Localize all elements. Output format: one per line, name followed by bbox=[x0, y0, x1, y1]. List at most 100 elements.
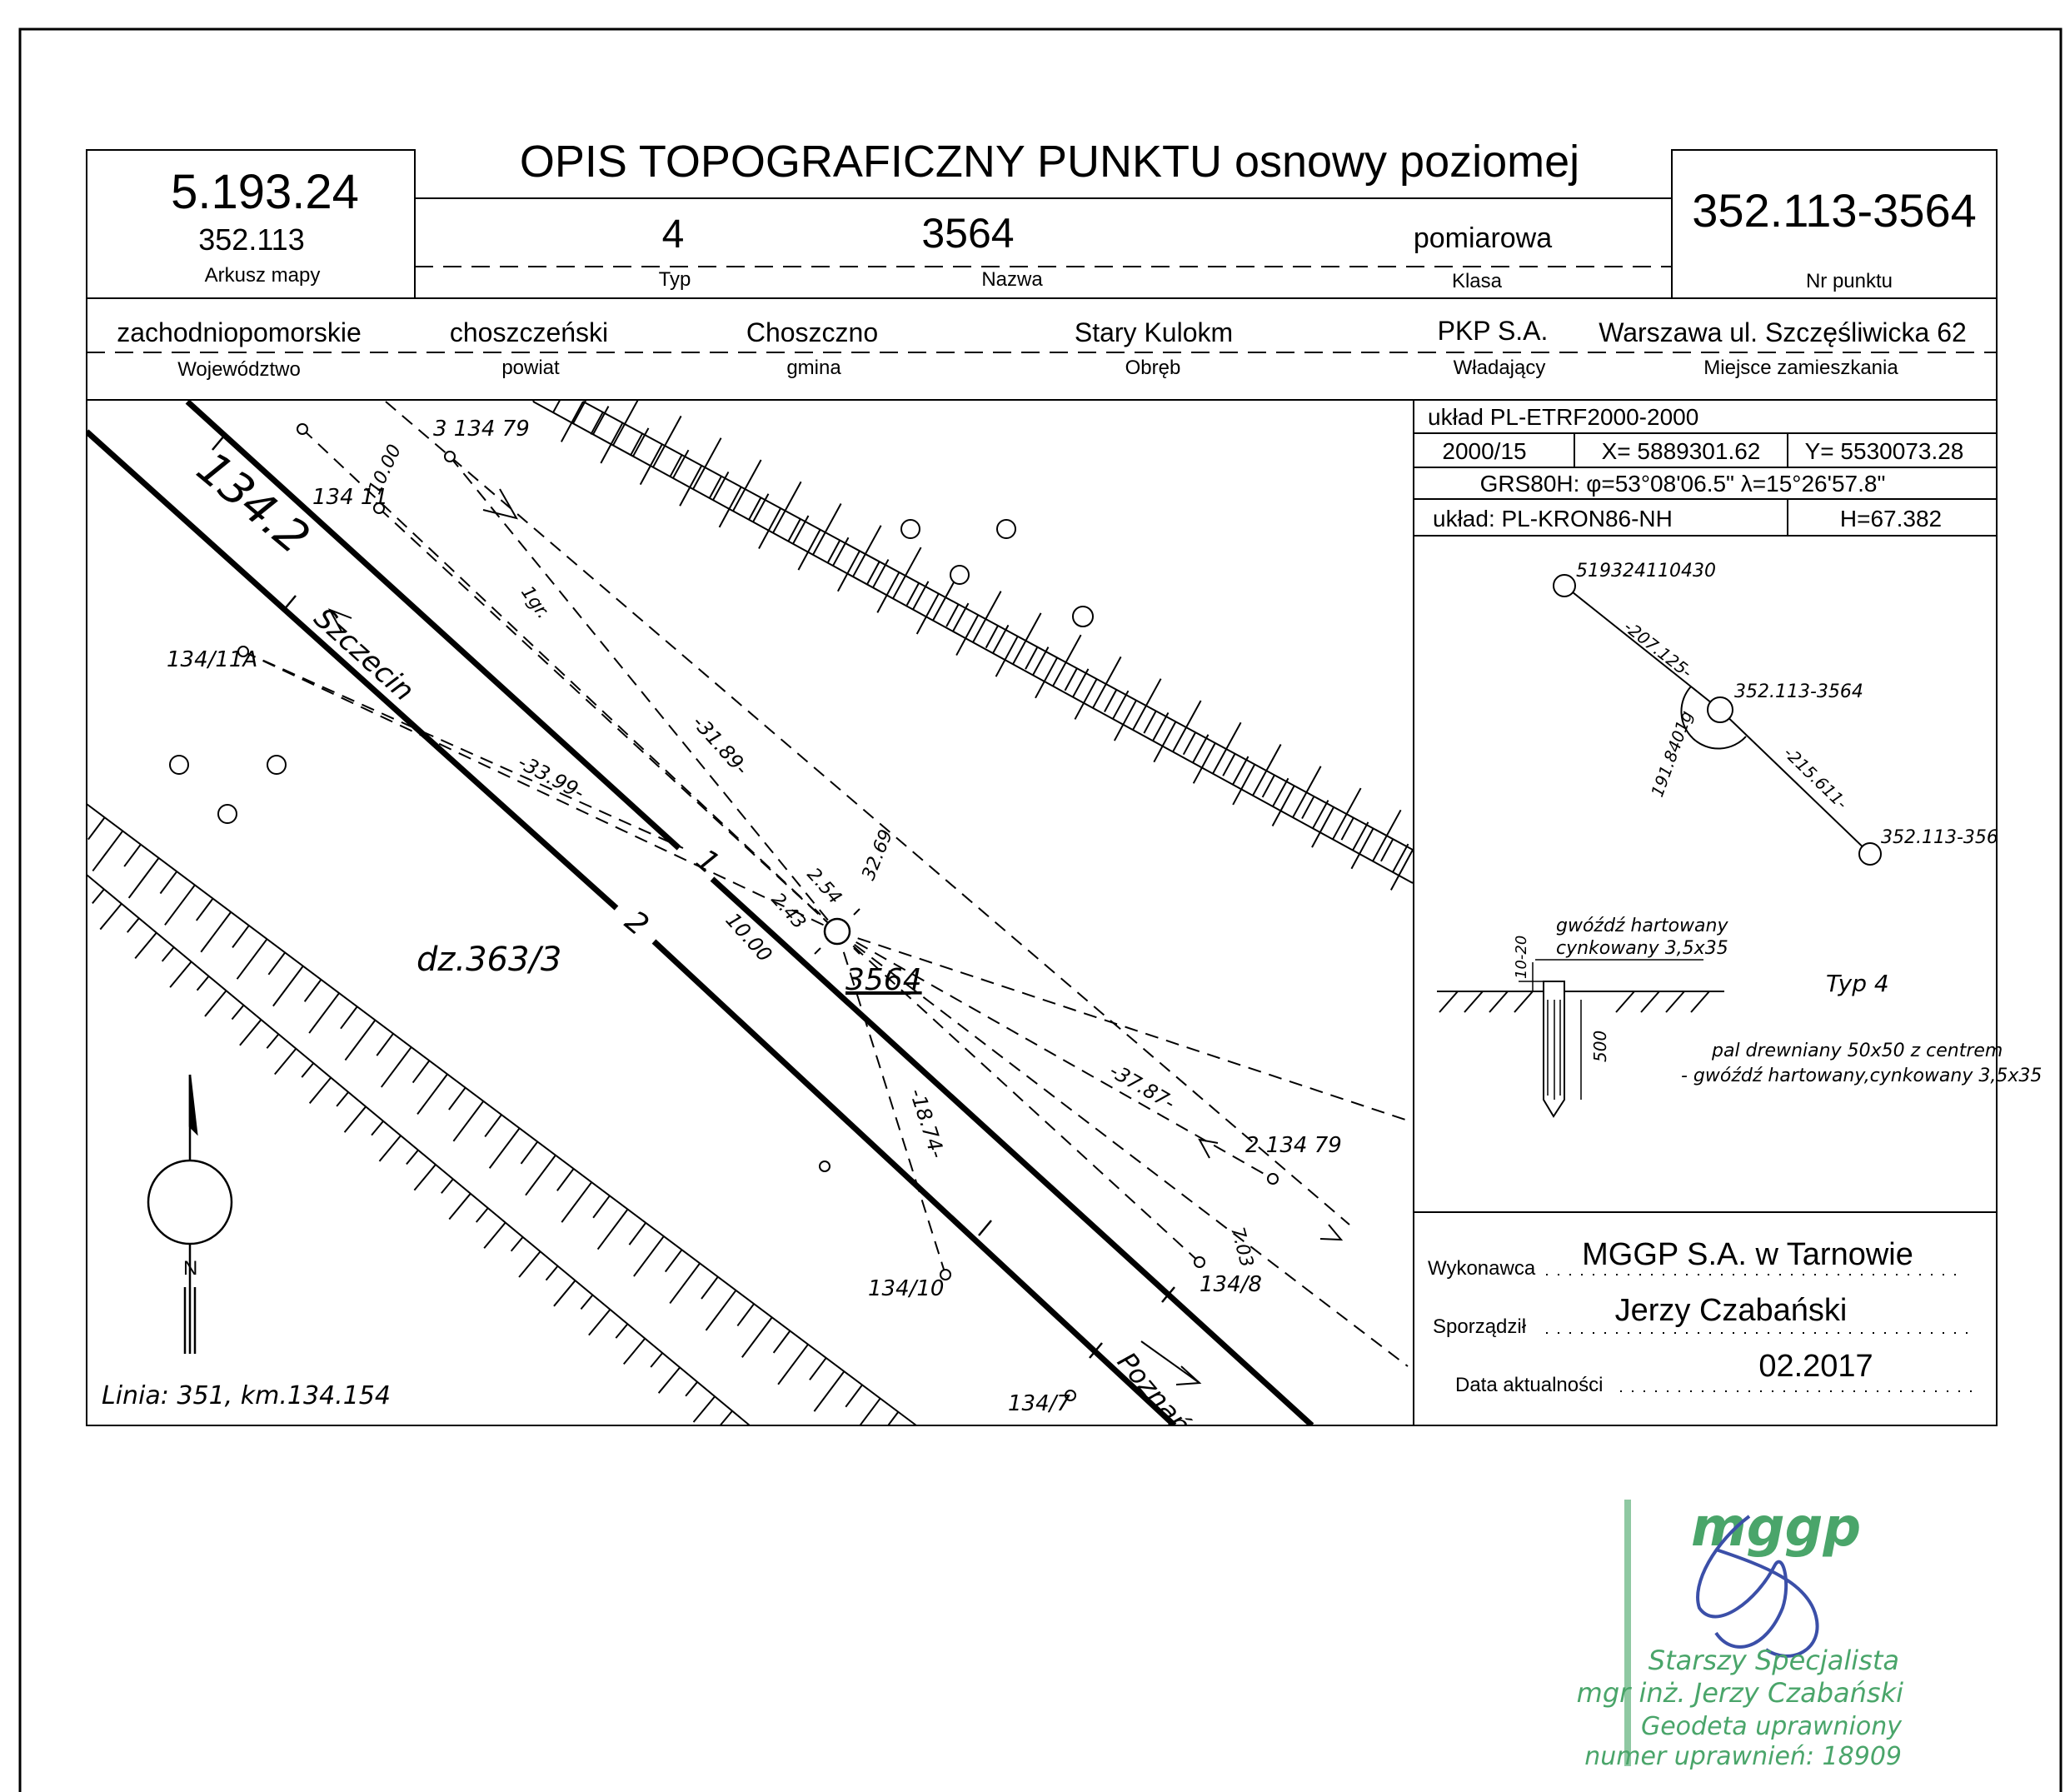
orient-dist-a: -207.125- bbox=[1620, 616, 1696, 682]
orient-point-b bbox=[1858, 842, 1882, 866]
rail-lower bbox=[87, 429, 619, 911]
main-point-marker bbox=[823, 917, 851, 946]
dist-10-00-a: 10.00 bbox=[365, 442, 406, 498]
rail-upper-2 bbox=[710, 876, 1314, 1426]
orient-point-center bbox=[1707, 696, 1733, 723]
north-label: N bbox=[183, 1257, 197, 1280]
page-border bbox=[18, 27, 2063, 1792]
name-label: Nazwa bbox=[981, 268, 1043, 291]
upper-embankment bbox=[532, 401, 1413, 891]
owner-label: Władający bbox=[1454, 357, 1546, 379]
commune-label: gmina bbox=[786, 357, 841, 379]
owner: PKP S.A. bbox=[1438, 316, 1549, 346]
author-label: Sporządził bbox=[1433, 1315, 1527, 1338]
construction-desc-2: - gwóźdź hartowany,cynkowany 3,5x35 bbox=[1681, 1066, 2042, 1086]
voivodeship: zachodniopomorskie bbox=[117, 317, 362, 347]
map-sheet: 352.113 bbox=[198, 222, 304, 257]
survey-lines bbox=[242, 401, 1409, 1367]
height-system: układ: PL-KRON86-NH bbox=[1433, 506, 1673, 532]
height-value: H=67.382 bbox=[1840, 506, 1942, 532]
point-134-11a-label: 134/11A bbox=[167, 647, 257, 672]
point-number: 352.113-3564 bbox=[1692, 184, 1977, 237]
stamp-line-2: mgr inż. Jerzy Czabański bbox=[1577, 1677, 1903, 1709]
coordinates-table bbox=[1414, 432, 1997, 537]
orient-point-a bbox=[1553, 574, 1576, 597]
point-134-8-label: 134/8 bbox=[1200, 1272, 1262, 1297]
dist-10-00-b: 10.00 bbox=[721, 908, 777, 966]
precinct: Stary Kulokm bbox=[1075, 317, 1233, 347]
reference-points bbox=[237, 423, 1279, 1401]
coord-zone: 2000/15 bbox=[1442, 438, 1526, 464]
main-frame bbox=[86, 297, 1998, 1426]
nail-label-1: gwóźdź hartowany bbox=[1556, 916, 1728, 936]
dist-32-69: 32.69 bbox=[858, 826, 897, 883]
sheet-number: 5.193.24 bbox=[171, 165, 359, 219]
residence: Warszawa ul. Szczęśliwicka 62 bbox=[1599, 317, 1967, 347]
signature bbox=[1696, 1515, 1819, 1658]
name-value: 3564 bbox=[921, 210, 1014, 257]
construction-desc-1: pal drewniany 50x50 z centrem bbox=[1711, 1041, 2003, 1061]
nail-label-2: cynkowany 3,5x35 bbox=[1556, 938, 1728, 959]
main-point-label: 3564 bbox=[845, 963, 922, 997]
dist-1gr: 1gr. bbox=[516, 582, 554, 623]
coord-grs: GRS80H: φ=53°08'06.5" λ=15°26'57.8" bbox=[1480, 471, 1886, 497]
track-1-label: 1 bbox=[689, 842, 726, 881]
orientation-diagram: 519324110430 352.113-3564 352.113-3563 -… bbox=[1553, 561, 2010, 866]
voivodeship-label: Województwo bbox=[177, 358, 301, 381]
point-number-label: Nr punktu bbox=[1806, 270, 1893, 292]
trees bbox=[169, 519, 1094, 824]
point-3-label: 3 134 79 bbox=[433, 417, 530, 442]
map-sheet-label: Arkusz mapy bbox=[205, 264, 321, 287]
construction-detail: gwóźdź hartowany cynkowany 3,5x35 10-20 … bbox=[1437, 916, 2042, 1118]
commune: Choszczno bbox=[746, 317, 878, 347]
contractor-label: Wykonawca bbox=[1428, 1257, 1536, 1280]
orient-label-center: 352.113-3564 bbox=[1734, 681, 1863, 702]
precinct-label: Obręb bbox=[1125, 357, 1181, 379]
line-info: Linia: 351, km.134.154 bbox=[102, 1381, 391, 1410]
class-value: pomiarowa bbox=[1414, 222, 1552, 254]
length-label: 500 bbox=[1590, 1031, 1610, 1062]
residence-label: Miejsce zamieszkania bbox=[1703, 357, 1898, 379]
coord-y: Y= 5530073.28 bbox=[1805, 438, 1964, 464]
dist-31-89: -31.89- bbox=[688, 711, 753, 780]
stamp-line-1: Starszy Specjalista bbox=[1649, 1645, 1899, 1676]
class-label: Klasa bbox=[1452, 270, 1503, 292]
county-label: powiat bbox=[501, 357, 560, 379]
depth-label: 10-20 bbox=[1513, 936, 1530, 979]
date-label: Data aktualności bbox=[1455, 1374, 1603, 1396]
type-label: Typ bbox=[659, 268, 691, 291]
point-134-11-label: 134 11 bbox=[312, 485, 388, 510]
construction-type: Typ 4 bbox=[1826, 970, 1889, 997]
author: Jerzy Czabański bbox=[1615, 1293, 1848, 1328]
angle-arc bbox=[1680, 686, 1747, 750]
document-title: OPIS TOPOGRAFICZNY PUNKTU osnowy poziome… bbox=[520, 137, 1579, 187]
parcel-label: dz.363/3 bbox=[416, 941, 561, 979]
orient-angle: 191.8401g bbox=[1647, 708, 1697, 800]
point-134-10-label: 134/10 bbox=[868, 1276, 944, 1301]
orient-label-a: 519324110430 bbox=[1576, 561, 1716, 582]
rail-lower-2 bbox=[651, 939, 1177, 1426]
szczecin-label: Szczecin bbox=[307, 601, 421, 708]
dist-2-54: 2.54 bbox=[803, 864, 845, 908]
stamp-line-3: Geodeta uprawniony bbox=[1641, 1712, 1903, 1741]
stamp: mggp Starszy Specjalista mgr inż. Jerzy … bbox=[1577, 1497, 1903, 1771]
rail-upper bbox=[185, 401, 681, 851]
orient-label-b: 352.113-3563 bbox=[1881, 827, 2010, 848]
point-2-label: 2 134 79 bbox=[1245, 1133, 1342, 1158]
point-134-7-label: 134/7 bbox=[1008, 1391, 1070, 1416]
track-2-label: 2 bbox=[618, 904, 655, 942]
contractor: MGGP S.A. w Tarnowie bbox=[1582, 1237, 1913, 1272]
north-arrow bbox=[147, 1074, 233, 1354]
dist-7-03: 7.03 bbox=[1226, 1225, 1257, 1270]
topographic-sketch: 134.2 2 1 3564 dz.363/3 Szczecin Poznań … bbox=[87, 401, 1413, 1426]
stamp-line-4: numer uprawnień: 18909 bbox=[1584, 1742, 1902, 1771]
coord-x: X= 5889301.62 bbox=[1602, 438, 1761, 464]
dist-2-43: 2.43 bbox=[767, 889, 810, 933]
coord-system: układ PL-ETRF2000-2000 bbox=[1428, 404, 1698, 430]
county: choszczeński bbox=[450, 317, 608, 347]
dist-18-74: -18.74- bbox=[905, 1086, 949, 1161]
dist-37-87: -37.87- bbox=[1105, 1059, 1180, 1115]
date: 02.2017 bbox=[1758, 1349, 1873, 1384]
lower-embankment bbox=[87, 803, 917, 1426]
